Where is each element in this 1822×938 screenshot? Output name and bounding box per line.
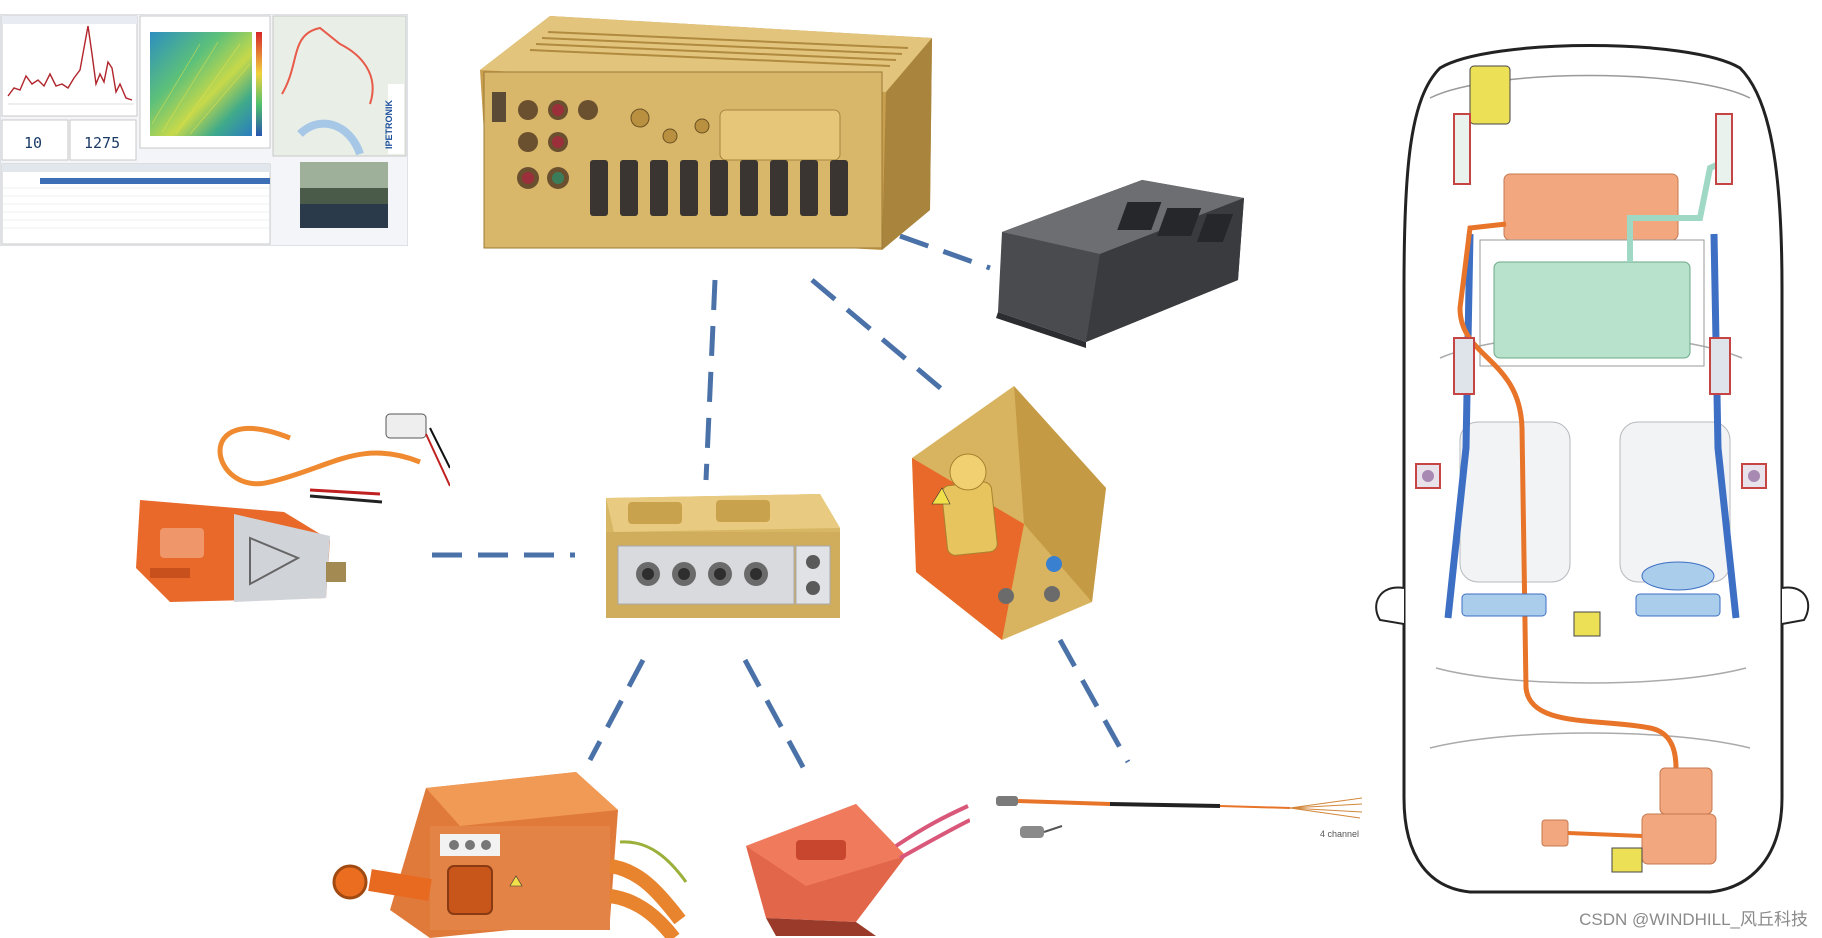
link-logger-hv-adapter [810,278,947,394]
cable-caption: 4 channel [1320,829,1360,839]
link-hv-adapter-cable [1057,638,1131,764]
blue-line-right [1710,233,1740,619]
battery-pack [1493,261,1691,359]
hv-connector-icon [736,796,970,938]
car-body-outline [1402,44,1784,894]
sensor-yellow [1469,65,1511,125]
readout-left: 10 [24,134,42,152]
link-measurement-connector [742,658,813,782]
hv-junction-box-icon [330,770,690,938]
readout-right: 1275 [84,134,120,152]
sensor-cable-icon [990,786,1362,846]
hv-adapter-module-icon [906,384,1112,644]
measurement-module-icon [600,488,846,622]
blue-line-left [1444,233,1474,619]
link-measurement-junction [587,658,646,762]
software-screenshot: IPETRONIK 10 1275 [0,14,408,246]
hv-clamp-probe-icon [130,398,450,610]
link-logger-measurement [703,279,718,481]
signal-line-chart [7,25,133,101]
ecu-module-icon [992,162,1252,348]
map-route [281,26,374,105]
link-logger-ecu [899,233,991,271]
vehicle-topview-icon [1370,28,1810,898]
brand-logo: IPETRONIK [384,99,394,149]
data-logger-main-icon [470,10,940,260]
heatmap-plot [150,32,252,136]
hv-box-front [1503,173,1679,241]
watermark: CSDN @WINDHILL_风丘科技 [1579,910,1808,929]
